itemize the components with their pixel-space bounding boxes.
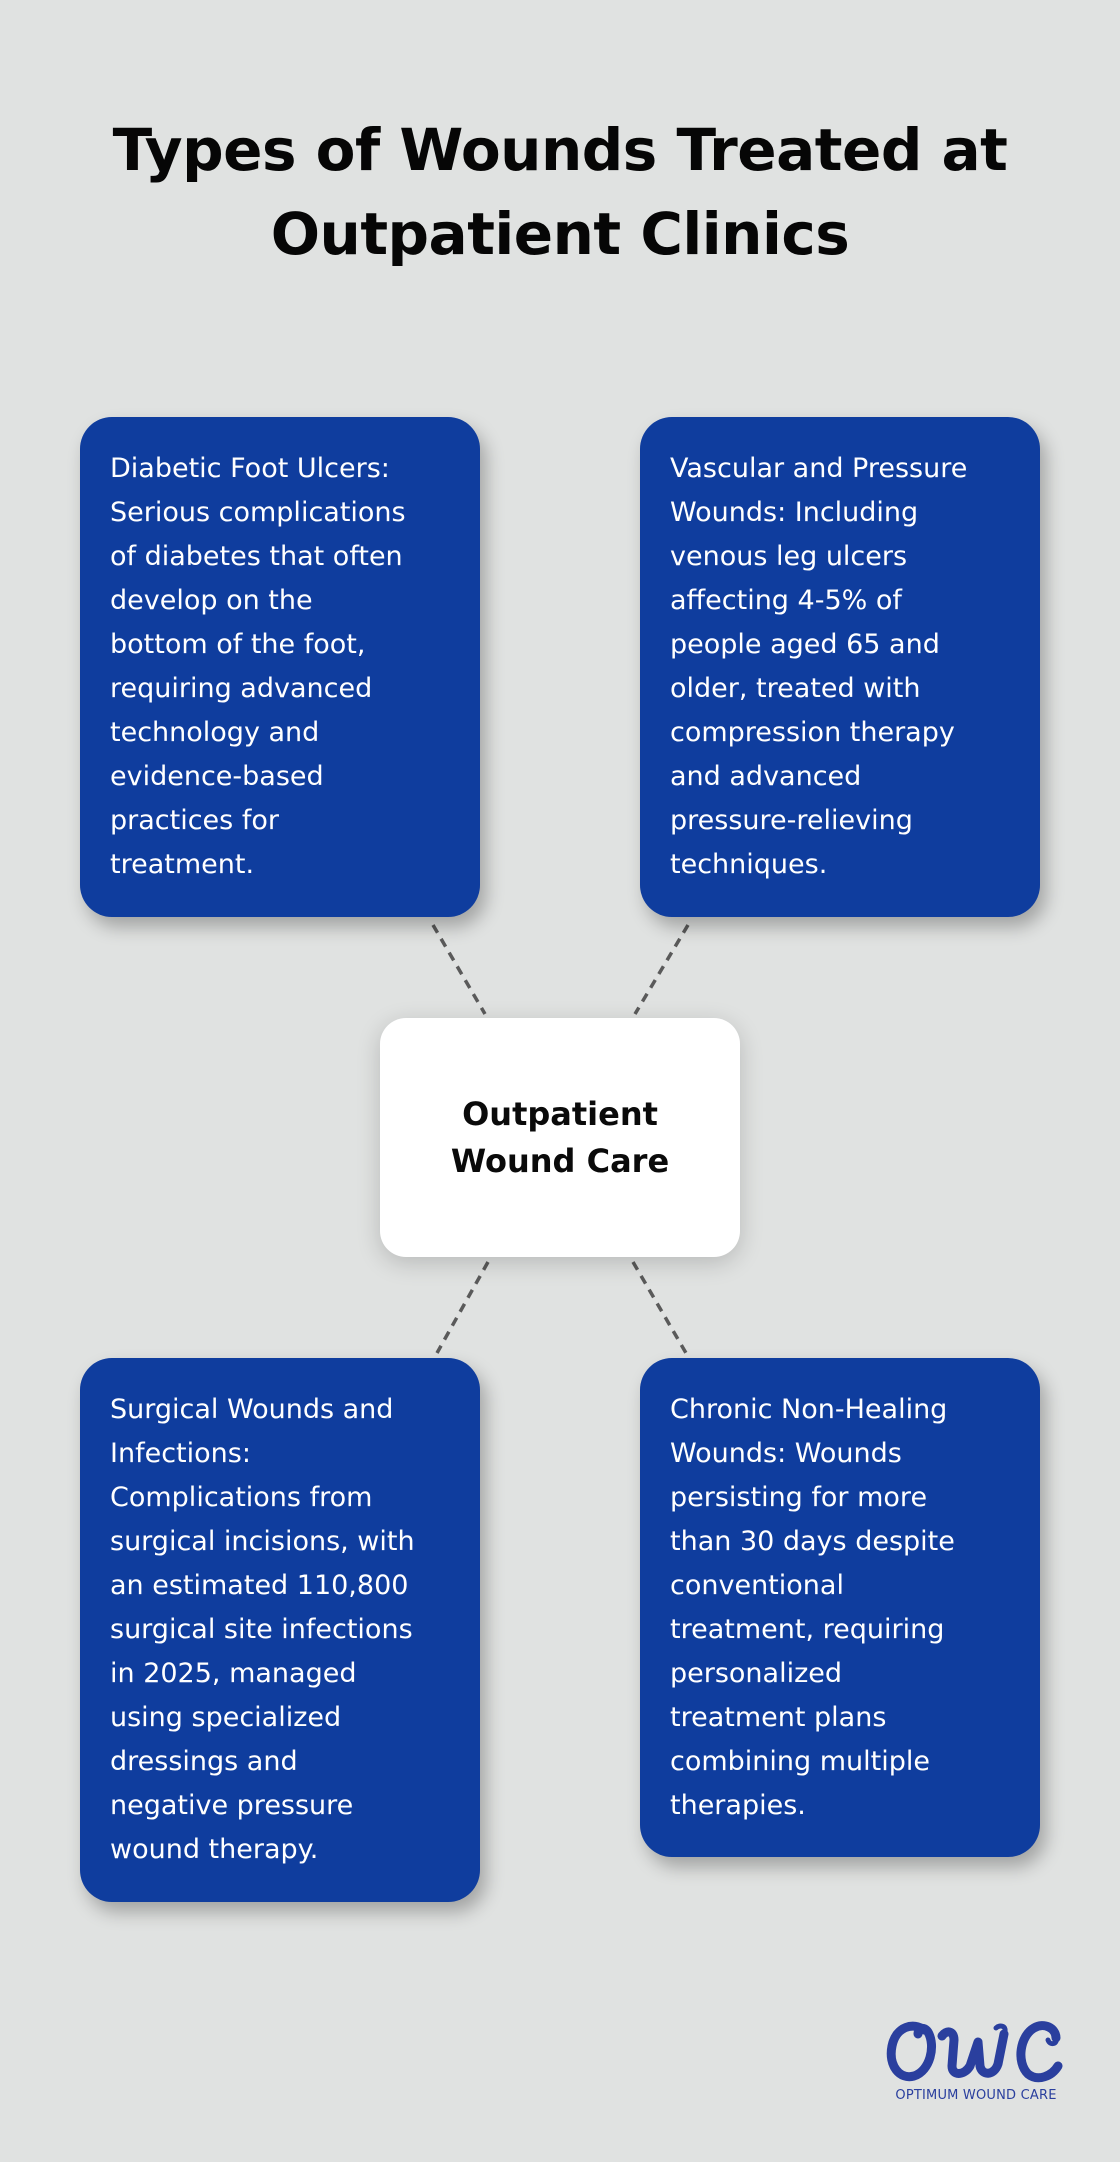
owc-logo: OPTIMUM WOUND CARE: [884, 2016, 1066, 2108]
card-diabetic-foot-ulcers: Diabetic Foot Ulcers: Serious complicati…: [80, 417, 480, 917]
card-text-line: treatment plans: [670, 1702, 887, 1733]
card-text-line: techniques.: [670, 849, 828, 880]
card-text-line: surgical site infections: [110, 1614, 413, 1645]
card-text-line: personalized: [670, 1658, 843, 1689]
card-text-line: persisting for more: [670, 1482, 928, 1513]
owc-logo-mark-icon: [886, 2021, 1063, 2083]
card-text-line: pressure-relieving: [670, 805, 913, 836]
card-text-line: combining multiple: [670, 1746, 931, 1777]
connector-bottom-right: [631, 1261, 688, 1354]
card-text-line: Serious complications: [110, 497, 406, 528]
card-text-line: practices for: [110, 805, 279, 836]
center-node-line-2: Wound Care: [450, 1141, 670, 1180]
card-text-line: therapies.: [670, 1790, 806, 1821]
card-text-line: using specialized: [110, 1702, 342, 1733]
card-text-line: requiring advanced: [110, 673, 373, 704]
card-text-line: technology and: [110, 717, 320, 748]
page-title: Types of Wounds Treated at Outpatient Cl…: [0, 108, 1120, 276]
card-vascular-pressure-wounds: Vascular and Pressure Wounds: Including …: [640, 417, 1040, 917]
card-text-line: Diabetic Foot Ulcers:: [110, 453, 390, 484]
card-text-line: affecting 4-5% of: [670, 585, 902, 616]
card-text-line: venous leg ulcers: [670, 541, 908, 572]
center-node-line-1: Outpatient: [462, 1094, 658, 1133]
card-text-line: compression therapy: [670, 717, 955, 748]
card-text-line: evidence-based: [110, 761, 324, 792]
card-text-line: an estimated 110,800: [110, 1570, 409, 1601]
card-surgical-wounds-infections: Surgical Wounds and Infections: Complica…: [80, 1358, 480, 1902]
card-text-line: Complications from: [110, 1482, 373, 1513]
logo-subtitle: OPTIMUM WOUND CARE: [895, 2088, 1057, 2103]
card-text-line: Surgical Wounds and: [110, 1394, 394, 1425]
card-text-line: people aged 65 and: [670, 629, 940, 660]
card-text-line: surgical incisions, with: [110, 1526, 415, 1557]
card-text-line: Wounds: Including: [670, 497, 919, 528]
card-text-line: negative pressure: [110, 1790, 354, 1821]
card-text-line: conventional: [670, 1570, 844, 1601]
card-text-line: wound therapy.: [110, 1834, 319, 1865]
card-text-line: Chronic Non-Healing: [670, 1394, 948, 1425]
card-text-line: treatment, requiring: [670, 1614, 945, 1645]
center-node-outpatient-wound-care: Outpatient Wound Care: [380, 1018, 740, 1257]
card-text-line: develop on the: [110, 585, 313, 616]
card-text-line: Vascular and Pressure: [670, 453, 968, 484]
card-chronic-non-healing-wounds: Chronic Non-Healing Wounds: Wounds persi…: [640, 1358, 1040, 1857]
card-text-line: and advanced: [670, 761, 862, 792]
card-text-line: dressings and: [110, 1746, 298, 1777]
connector-bottom-left: [435, 1261, 490, 1354]
card-text-line: Wounds: Wounds: [670, 1438, 902, 1469]
card-text-line: treatment.: [110, 849, 255, 880]
card-text-line: Infections:: [110, 1438, 251, 1469]
card-text-line: older, treated with: [670, 673, 921, 704]
connector-top-right: [633, 924, 690, 1015]
card-text-line: in 2025, managed: [110, 1658, 357, 1689]
card-text-line: bottom of the foot,: [110, 629, 366, 660]
connector-top-left: [431, 924, 487, 1015]
title-line-1: Types of Wounds Treated at: [112, 116, 1008, 184]
card-text-line: than 30 days despite: [670, 1526, 955, 1557]
card-text-line: of diabetes that often: [110, 541, 403, 572]
title-line-2: Outpatient Clinics: [270, 200, 850, 268]
